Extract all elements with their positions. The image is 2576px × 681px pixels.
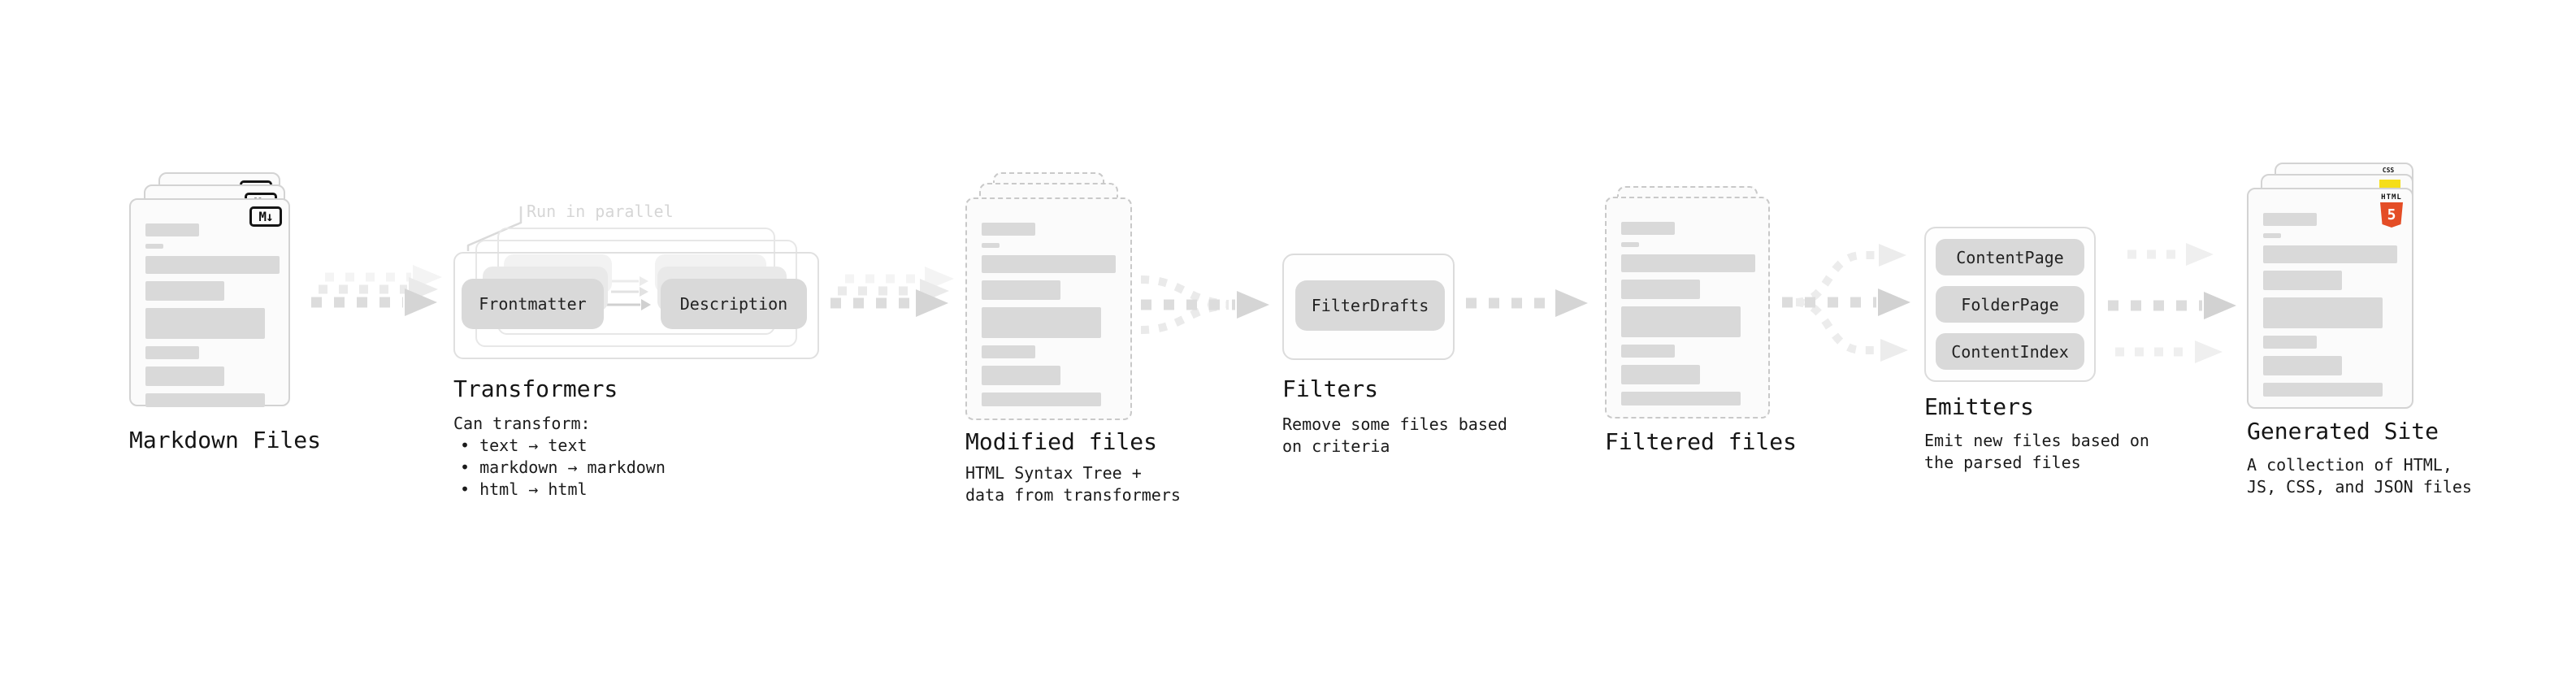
- arrow-modified-to-filters-icon: [1140, 275, 1269, 334]
- placeholder-bar: [145, 308, 265, 339]
- transformers-bullet: • markdown → markdown: [460, 458, 666, 477]
- placeholder-bar: [145, 367, 224, 386]
- placeholder-bar: [2263, 356, 2342, 375]
- emitter-contentpage-pill: ContentPage: [1936, 239, 2084, 275]
- placeholder-bar: [982, 280, 1060, 300]
- arrow-filtered-to-emitters-icon: [1782, 244, 1910, 362]
- placeholder-bar: [982, 255, 1116, 273]
- site-file-card-front: HTML 5: [2247, 188, 2413, 409]
- placeholder-bar: [982, 366, 1060, 385]
- placeholder-bar: [145, 346, 199, 359]
- placeholder-bar: [982, 345, 1035, 358]
- filtered-file-card-front: [1605, 197, 1770, 419]
- placeholder-bar: [1621, 345, 1675, 358]
- emitters-box: ContentPage FolderPage ContentIndex: [1924, 227, 2096, 382]
- arrow-transformers-to-modified-icon: [830, 267, 954, 317]
- filters-box: FilterDrafts: [1282, 254, 1455, 360]
- markdown-files-group: M↓ M↓ M↓: [129, 159, 324, 411]
- transformers-title: Transformers: [453, 375, 618, 402]
- placeholder-bar: [145, 244, 163, 249]
- html5-number: 5: [2387, 206, 2396, 223]
- file-content-placeholder: [1621, 222, 1755, 406]
- html5-word: HTML: [2381, 193, 2402, 202]
- placeholder-bar: [982, 307, 1101, 338]
- placeholder-bar: [145, 281, 224, 301]
- placeholder-bar: [2263, 245, 2397, 263]
- placeholder-bar: [145, 256, 280, 274]
- transformer-frontmatter-pill: Frontmatter: [462, 279, 604, 329]
- emitter-contentindex-pill: ContentIndex: [1936, 333, 2084, 370]
- placeholder-bar: [145, 223, 199, 236]
- run-in-parallel-annotation: Run in parallel: [527, 202, 674, 221]
- arrow-emitters-to-site-icon: [2108, 243, 2236, 363]
- arrow-filters-to-filtered-icon: [1466, 289, 1588, 317]
- filters-description: Remove some files based on criteria: [1282, 414, 1507, 456]
- markdown-file-card-front: M↓: [129, 198, 290, 407]
- transformers-bullet: • text → text: [460, 436, 588, 455]
- html5-shield: 5: [2380, 202, 2403, 228]
- markdown-files-label: Markdown Files: [129, 427, 322, 453]
- placeholder-bar: [1621, 280, 1700, 299]
- filter-drafts-pill: FilterDrafts: [1295, 280, 1445, 331]
- arrow-markdown-to-transformers-icon: [311, 265, 442, 316]
- placeholder-bar: [1621, 365, 1700, 384]
- file-content-placeholder: [145, 223, 280, 407]
- html5-icon: HTML 5: [2379, 194, 2404, 228]
- placeholder-bar: [982, 393, 1101, 406]
- file-content-placeholder: [982, 223, 1116, 406]
- placeholder-bar: [145, 393, 265, 407]
- generated-site-description: A collection of HTML, JS, CSS, and JSON …: [2247, 455, 2472, 497]
- markdown-icon: M↓: [249, 206, 282, 227]
- emitters-title: Emitters: [1924, 393, 2034, 420]
- transformer-description-pill: Description: [661, 279, 807, 329]
- placeholder-bar: [2263, 336, 2317, 349]
- modified-files-label: Modified files: [965, 428, 1158, 455]
- filtered-files-label: Filtered files: [1605, 428, 1798, 455]
- placeholder-bar: [1621, 242, 1639, 247]
- placeholder-bar: [2263, 271, 2342, 290]
- emitter-folderpage-pill: FolderPage: [1936, 286, 2084, 323]
- placeholder-bar: [1621, 306, 1741, 337]
- generated-site-group: CSS HTML 5: [2247, 163, 2419, 414]
- transformers-intro: Can transform:: [453, 414, 591, 433]
- transformers-bullet: • html → html: [460, 479, 588, 499]
- placeholder-bar: [1621, 392, 1741, 406]
- placeholder-bar: [1621, 254, 1755, 272]
- placeholder-bar: [1621, 222, 1675, 235]
- emitters-description: Emit new files based on the parsed files: [1924, 431, 2149, 472]
- placeholder-bar: [2263, 233, 2281, 238]
- modified-file-card-front: [965, 197, 1132, 420]
- filters-title: Filters: [1282, 375, 1379, 402]
- placeholder-bar: [982, 223, 1035, 236]
- placeholder-bar: [2263, 297, 2383, 328]
- file-content-placeholder: [2263, 213, 2397, 397]
- modified-files-description: HTML Syntax Tree + data from transformer…: [965, 463, 1181, 505]
- transformer-layer-1-outline: [453, 252, 819, 359]
- filtered-files-group: [1605, 186, 1776, 430]
- placeholder-bar: [2263, 383, 2383, 397]
- generated-site-label: Generated Site: [2247, 418, 2439, 445]
- placeholder-bar: [2263, 213, 2317, 226]
- placeholder-bar: [982, 243, 1000, 248]
- modified-files-group: [965, 172, 1136, 424]
